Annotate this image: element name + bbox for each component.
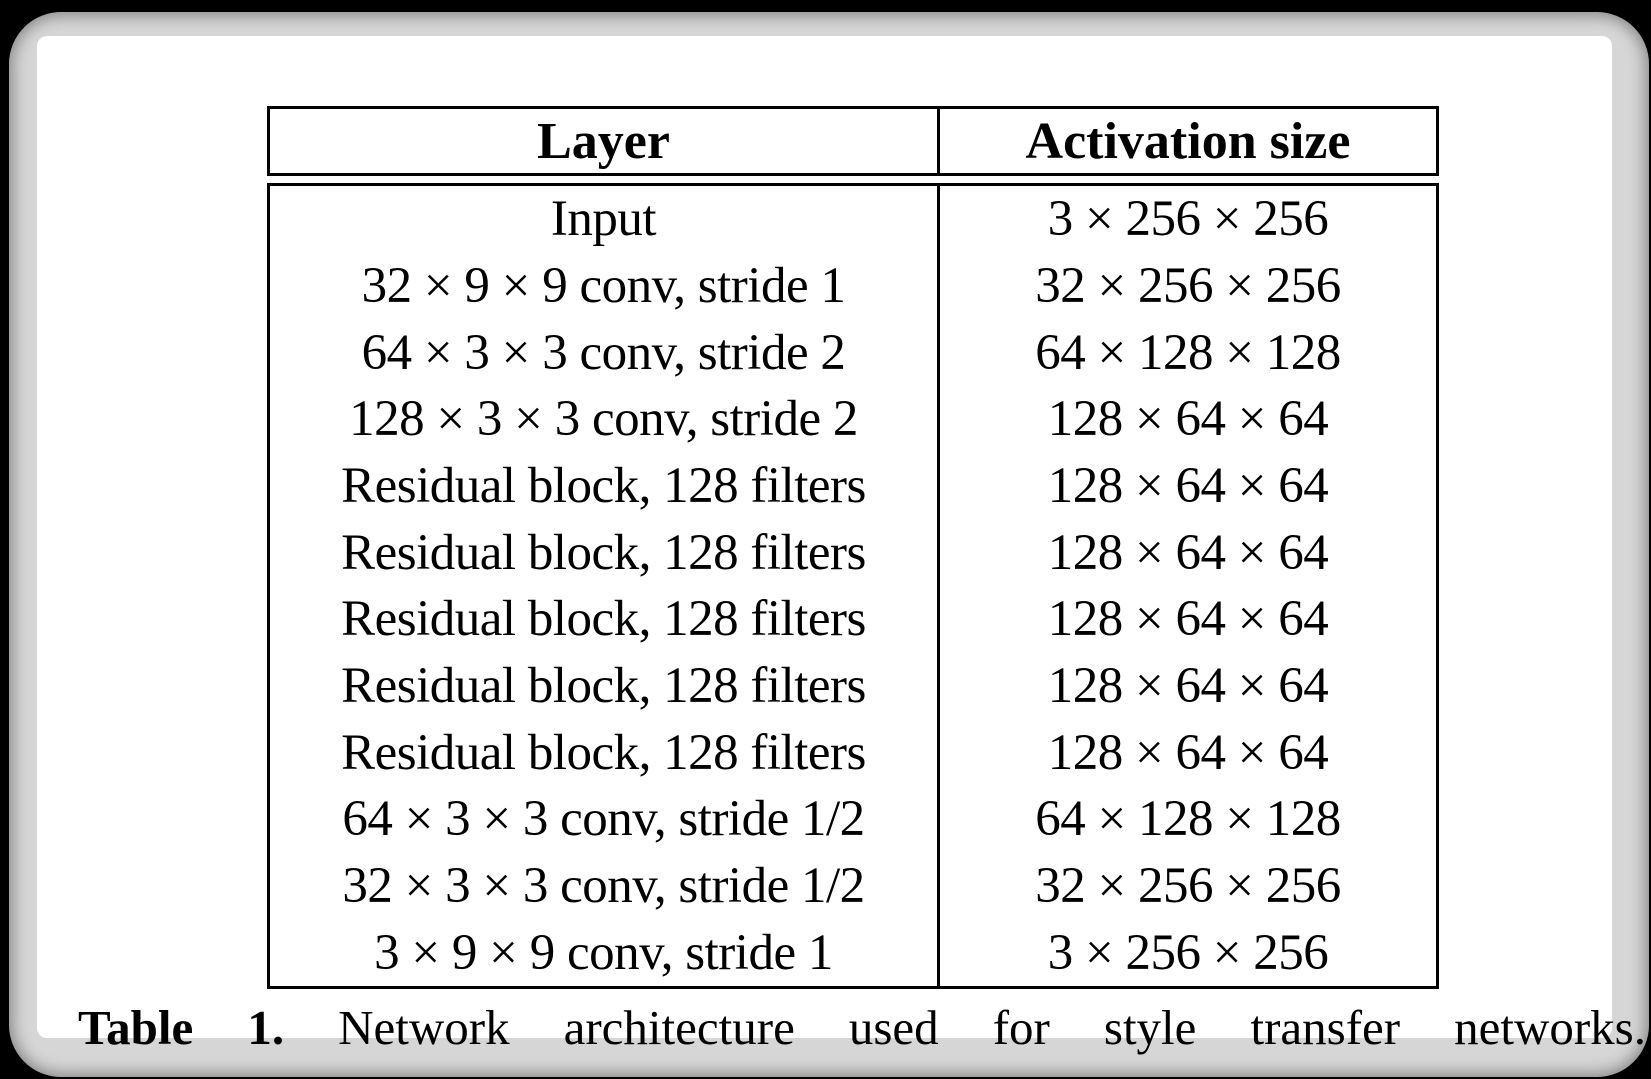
table-row: 32 × 9 × 9 conv, stride 1 32 × 256 × 256 (270, 252, 1436, 320)
layer-cell: Residual block, 128 filters (270, 586, 940, 653)
table-caption-text: Network architecture used for style tran… (338, 1000, 1646, 1055)
activation-size-cell: 3 × 256 × 256 (1047, 924, 1329, 981)
table-row: Residual block, 128 filters 128 × 64 × 64 (270, 652, 1436, 720)
layer-cell: 64 × 3 × 3 conv, stride 1/2 (270, 786, 940, 853)
table-row: 32 × 3 × 3 conv, stride 1/2 32 × 256 × 25… (270, 852, 1436, 920)
table-row: Input 3 × 256 × 256 (270, 186, 1436, 253)
layer-cell: Residual block, 128 filters (270, 719, 940, 787)
activation-size-cell: 32 × 256 × 256 (1035, 258, 1341, 314)
table-header-row: Layer Activation size (267, 106, 1439, 176)
layer-cell: Residual block, 128 filters (270, 519, 940, 587)
activation-size-cell: 128 × 64 × 64 (1047, 391, 1329, 448)
activation-size-cell: 64 × 128 × 128 (1035, 324, 1341, 381)
activation-size-cell: 64 × 128 × 128 (1035, 791, 1341, 848)
activation-size-cell: 128 × 64 × 64 (1047, 658, 1329, 715)
layer-cell: 32 × 3 × 3 conv, stride 1/2 (270, 852, 940, 920)
layer-cell: 64 × 3 × 3 conv, stride 2 (270, 319, 940, 387)
table-header-layer: Layer (270, 109, 940, 173)
table-row: Residual block, 128 filters 128 × 64 × 64 (270, 586, 1436, 653)
layer-cell: 32 × 9 × 9 conv, stride 1 (270, 252, 940, 320)
table-row: Residual block, 128 filters 128 × 64 × 64 (270, 519, 1436, 587)
table-row: Residual block, 128 filters 128 × 64 × 64 (270, 452, 1436, 520)
activation-size-cell: 128 × 64 × 64 (1047, 591, 1329, 648)
table-header-activation-size: Activation size (1025, 112, 1351, 170)
table-row: Residual block, 128 filters 128 × 64 × 64 (270, 719, 1436, 787)
activation-size-cell: 3 × 256 × 256 (1047, 191, 1329, 248)
layer-cell: Residual block, 128 filters (270, 652, 940, 720)
table-row: 64 × 3 × 3 conv, stride 2 64 × 128 × 128 (270, 319, 1436, 387)
paper-page: Layer Activation size Input 3 × 256 × 256… (37, 36, 1646, 1055)
table-caption-label: Table 1. (78, 1000, 285, 1055)
table-row: 3 × 9 × 9 conv, stride 1 3 × 256 × 256 (270, 919, 1436, 987)
layer-cell: 128 × 3 × 3 conv, stride 2 (270, 386, 940, 453)
activation-size-cell: 128 × 64 × 64 (1047, 724, 1329, 781)
table-row: 128 × 3 × 3 conv, stride 2 128 × 64 × 64 (270, 386, 1436, 453)
activation-size-cell: 32 × 256 × 256 (1035, 858, 1341, 915)
table-caption: Table 1. Network architecture used for s… (78, 997, 1646, 1059)
activation-size-cell: 128 × 64 × 64 (1047, 524, 1329, 581)
layer-cell: Input (270, 186, 940, 253)
table-row: 64 × 3 × 3 conv, stride 1/2 64 × 128 × 12… (270, 786, 1436, 853)
layer-cell: Residual block, 128 filters (270, 452, 940, 520)
activation-size-cell: 128 × 64 × 64 (1047, 458, 1329, 515)
layer-cell: 3 × 9 × 9 conv, stride 1 (270, 919, 940, 987)
